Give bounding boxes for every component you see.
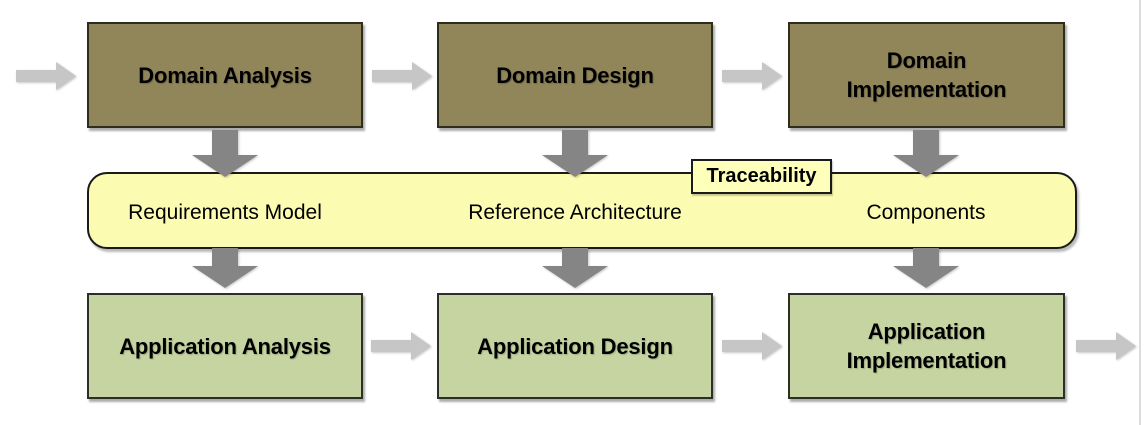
band-label-requirements-model: Requirements Model xyxy=(128,201,322,224)
arrow-down-icon-band-to-application-analysis xyxy=(192,248,258,288)
band-label-components: Components xyxy=(866,201,986,224)
arrow-right-icon-domain-design-to-implementation xyxy=(722,62,782,90)
box-domain-analysis-label: Domain Analysis xyxy=(138,62,312,88)
arrow-right-icon-application-out xyxy=(1076,332,1136,360)
traceability-tag: Traceability xyxy=(691,159,832,194)
page-edge-line xyxy=(1139,0,1141,425)
box-domain-analysis: Domain Analysis xyxy=(87,22,363,128)
arrow-right-icon-domain-in xyxy=(16,62,76,90)
arrow-down-icon-domain-analysis-to-band xyxy=(192,130,258,177)
arrow-right-icon-application-analysis-to-design xyxy=(371,332,431,360)
arrow-down-icon-domain-implementation-to-band xyxy=(893,130,959,177)
box-domain-design: Domain Design xyxy=(437,22,713,128)
traceability-tag-label: Traceability xyxy=(706,165,817,187)
box-domain-implementation: Domain Implementation xyxy=(788,22,1065,128)
arrow-right-icon-domain-analysis-to-design xyxy=(372,62,432,90)
arrow-down-icon-band-to-application-implementation xyxy=(893,248,959,288)
traceability-band xyxy=(87,172,1077,249)
band-label-reference-architecture: Reference Architecture xyxy=(468,201,682,224)
box-application-implementation: Application Implementation xyxy=(788,293,1065,399)
arrow-down-icon-band-to-application-design xyxy=(542,248,608,288)
arrow-right-icon-application-design-to-implementation xyxy=(722,332,782,360)
box-domain-design-label: Domain Design xyxy=(496,62,654,88)
box-application-implementation-label: Application Implementation xyxy=(846,319,1007,373)
box-application-design-label: Application Design xyxy=(477,333,673,359)
box-domain-implementation-label: Domain Implementation xyxy=(846,48,1007,102)
box-application-analysis-label: Application Analysis xyxy=(119,333,331,359)
arrow-down-icon-domain-design-to-band xyxy=(542,130,608,177)
box-application-design: Application Design xyxy=(437,293,713,399)
box-application-analysis: Application Analysis xyxy=(87,293,363,399)
